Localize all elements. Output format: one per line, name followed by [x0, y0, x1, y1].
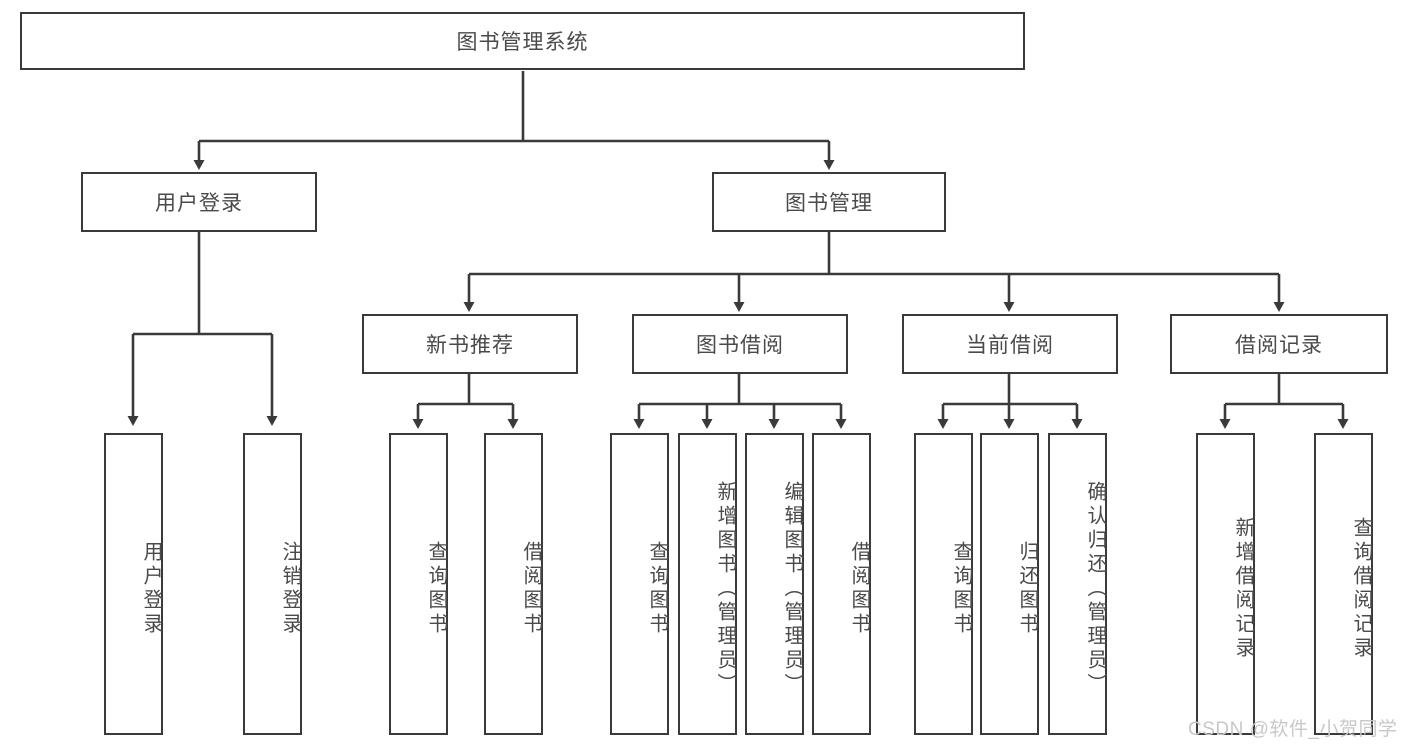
node-label: 新增借阅记录 — [1232, 517, 1254, 661]
leaf-user-login-login[interactable]: 用户登录 — [104, 433, 163, 735]
node-label: 新增图书（管理员） — [714, 481, 736, 697]
node-label: 查询图书 — [950, 541, 972, 637]
leaf-new-book-query[interactable]: 查询图书 — [389, 433, 448, 735]
node-book-management[interactable]: 图书管理 — [712, 172, 946, 232]
node-label: 编辑图书（管理员） — [781, 481, 803, 697]
node-book-borrow[interactable]: 图书借阅 — [632, 314, 848, 374]
node-label: 借阅图书 — [848, 541, 870, 637]
node-label: 借阅记录 — [1235, 334, 1323, 357]
node-label: 图书借阅 — [696, 334, 784, 357]
node-label: 新书推荐 — [426, 334, 514, 357]
node-label: 归还图书 — [1016, 541, 1038, 637]
leaf-new-book-borrow[interactable]: 借阅图书 — [484, 433, 543, 735]
node-root-book-management-system[interactable]: 图书管理系统 — [20, 12, 1025, 70]
leaf-book-borrow-add[interactable]: 新增图书（管理员） — [678, 433, 737, 735]
node-label: 图书管理 — [785, 192, 873, 215]
leaf-book-borrow-edit[interactable]: 编辑图书（管理员） — [745, 433, 804, 735]
node-user-login[interactable]: 用户登录 — [81, 172, 317, 232]
node-current-borrow[interactable]: 当前借阅 — [902, 314, 1118, 374]
leaf-book-borrow-borrow[interactable]: 借阅图书 — [812, 433, 871, 735]
node-borrow-record[interactable]: 借阅记录 — [1170, 314, 1388, 374]
node-label: 注销登录 — [279, 541, 301, 637]
node-label: 当前借阅 — [966, 334, 1054, 357]
node-label: 查询图书 — [425, 541, 447, 637]
node-label: 用户登录 — [155, 192, 243, 215]
leaf-user-login-logout[interactable]: 注销登录 — [243, 433, 302, 735]
leaf-current-borrow-confirm-return[interactable]: 确认归还（管理员） — [1048, 433, 1107, 735]
leaf-book-borrow-query[interactable]: 查询图书 — [610, 433, 669, 735]
node-label: 确认归还（管理员） — [1084, 481, 1106, 697]
leaf-borrow-record-add[interactable]: 新增借阅记录 — [1196, 433, 1255, 735]
leaf-borrow-record-query[interactable]: 查询借阅记录 — [1314, 433, 1373, 735]
csdn-watermark: CSDN @软件_小贺同学 — [1188, 719, 1398, 740]
node-label: 查询借阅记录 — [1350, 517, 1372, 661]
node-label: 图书管理系统 — [456, 31, 589, 54]
node-label: 借阅图书 — [520, 541, 542, 637]
leaf-current-borrow-return[interactable]: 归还图书 — [980, 433, 1039, 735]
node-label: 用户登录 — [140, 541, 162, 637]
node-new-book-recommend[interactable]: 新书推荐 — [362, 314, 578, 374]
leaf-current-borrow-query[interactable]: 查询图书 — [914, 433, 973, 735]
node-label: 查询图书 — [646, 541, 668, 637]
